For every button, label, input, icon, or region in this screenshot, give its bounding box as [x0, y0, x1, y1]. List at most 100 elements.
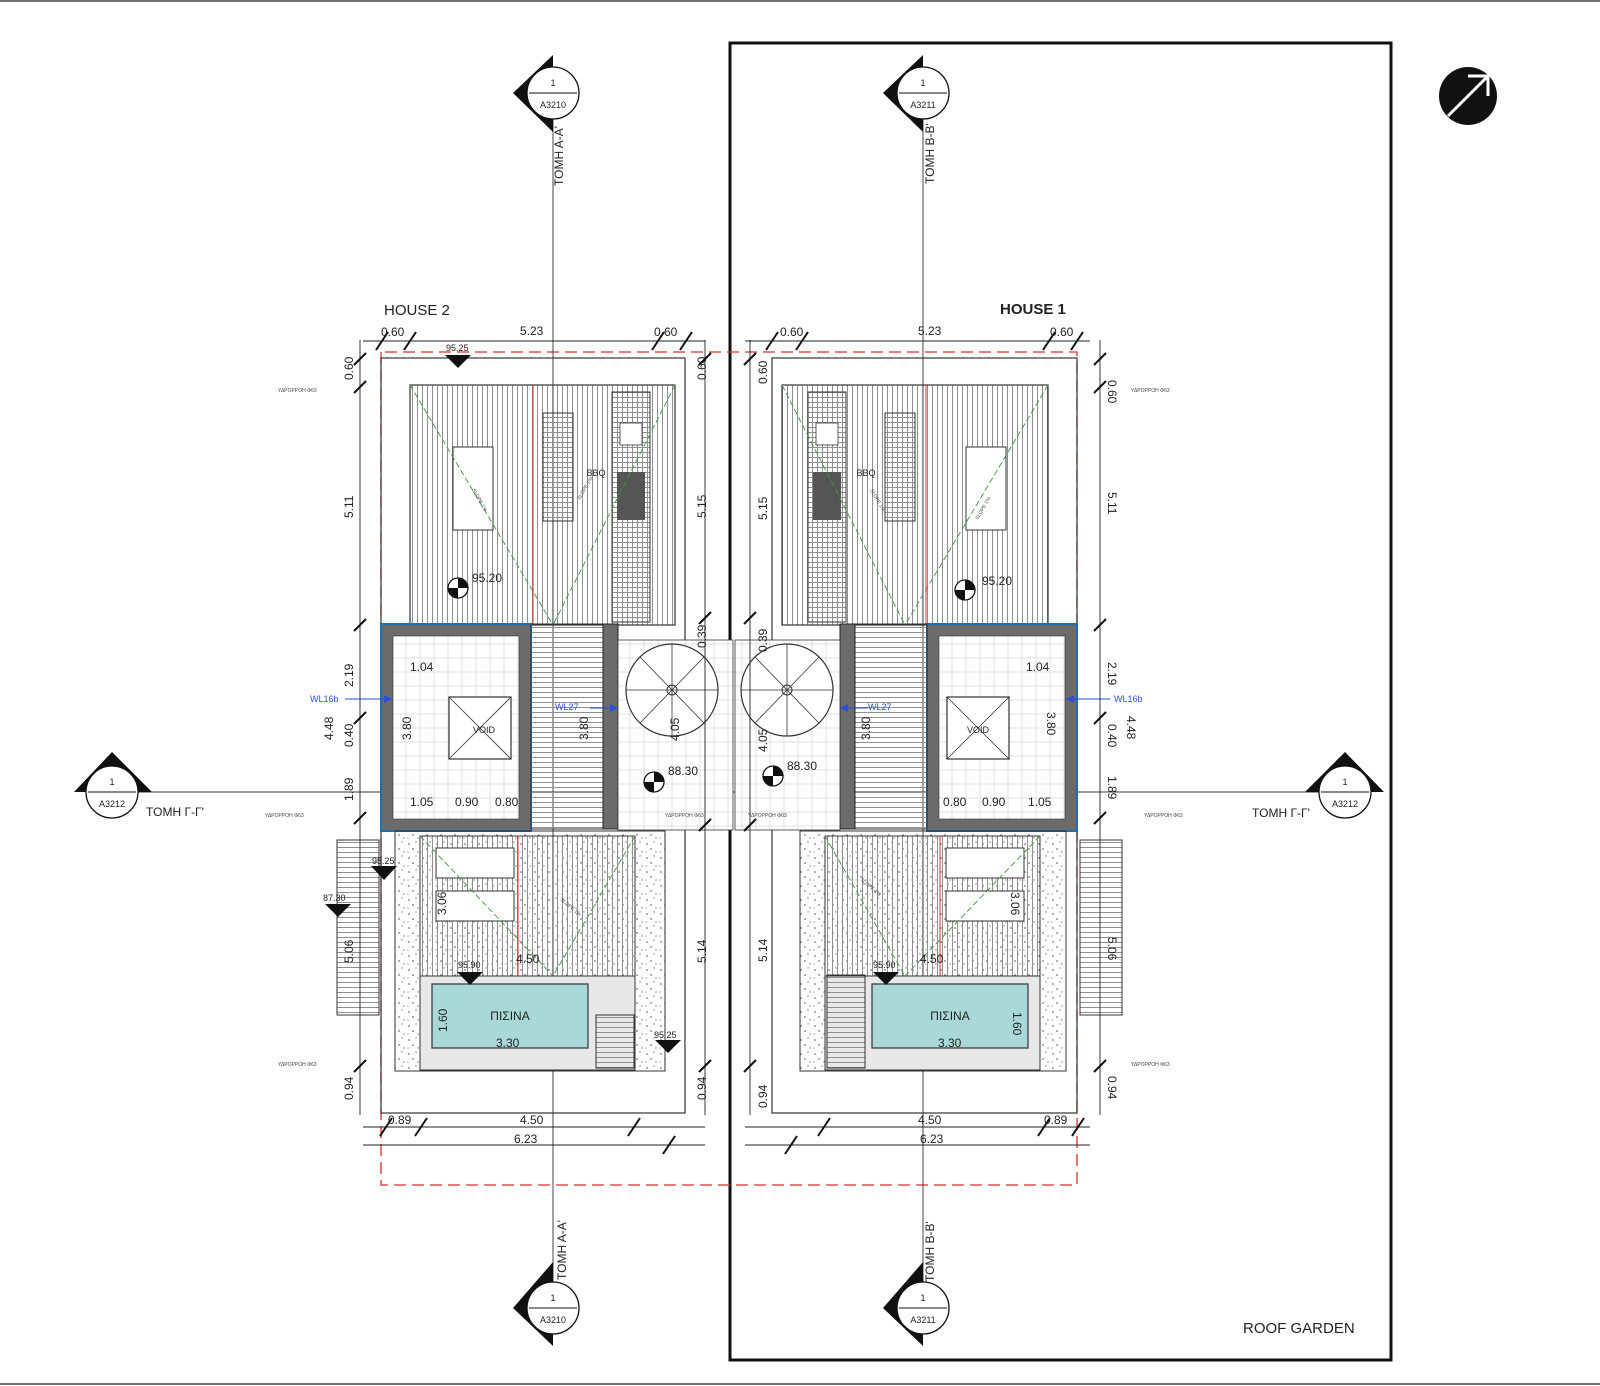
section-aa-bottom-sheet: A3210 [540, 1315, 566, 1325]
section-bb-bottom-sheet: A3211 [910, 1315, 935, 1325]
section-marker-gg-left [74, 752, 152, 819]
section-gg-right-sheet: A3212 [1332, 799, 1358, 809]
dim-r-448: 4.48 [1124, 716, 1138, 740]
dim-core-r-105: 1.05 [1028, 795, 1052, 809]
level-roof-left: 95.25 [446, 343, 469, 353]
dim-core-l-080: 0.80 [495, 795, 519, 809]
north-arrow-icon [1439, 67, 1497, 125]
section-aa-bottom-num: 1 [550, 1293, 555, 1303]
dim-core-r-104: 1.04 [1026, 660, 1050, 674]
dim-top-right-060: 0.60 [780, 325, 804, 339]
dim-cr-405: 4.05 [756, 728, 770, 752]
dim-core-l-105: 1.05 [410, 795, 434, 809]
section-marker-bb-bottom [883, 1262, 950, 1346]
dim-stair-r-380: 3.80 [859, 716, 873, 740]
drain-label-l4: ΥΔΡΟΡΡΟΗ Φ63 [665, 813, 704, 819]
level-terrace-left: 95.20 [472, 571, 502, 585]
wl16b-label-right: WL16b [1114, 694, 1143, 704]
dim-b-r-089: 0.89 [1044, 1113, 1068, 1127]
level-pool-corner: 95.25 [654, 1030, 677, 1040]
section-marker-aa-top [513, 55, 580, 132]
level-terrace-right: 95.20 [982, 574, 1012, 588]
section-gg-right-title: ΤΟΜΗ Γ-Γ' [1252, 806, 1310, 820]
level-stair-left: 88.30 [668, 764, 698, 778]
dim-r-219: 2.19 [1105, 662, 1119, 686]
dim-core-l-104: 1.04 [410, 660, 434, 674]
section-bb-bottom-title: ΤΟΜΗ Β-Β' [923, 1221, 937, 1282]
dim-cl-039: 0.39 [695, 624, 709, 648]
section-marker-aa-bottom [513, 1262, 580, 1346]
dim-b-r-450: 4.50 [918, 1113, 942, 1127]
dim-stair-l-380: 3.80 [577, 716, 591, 740]
section-aa-bottom-title: ΤΟΜΗ Α-Α' [555, 1220, 569, 1280]
section-bb-top-title: ΤΟΜΗ Β-Β' [923, 123, 937, 184]
dim-r-094: 0.94 [1105, 1076, 1119, 1100]
section-gg-left-num: 1 [109, 777, 114, 787]
section-gg-left-sheet: A3212 [99, 799, 125, 809]
dim-pool-l-450: 4.50 [516, 952, 540, 966]
dim-l-511: 5.11 [342, 495, 356, 518]
section-gg-right-num: 1 [1342, 777, 1347, 787]
dim-top-left-060b: 0.60 [654, 325, 678, 339]
void-label-left: VOID [473, 725, 496, 735]
dim-core-r-080: 0.80 [943, 795, 967, 809]
level-left-side: 95.25 [372, 856, 395, 866]
level-circle-icon [447, 577, 976, 793]
dim-l-094: 0.94 [342, 1076, 356, 1100]
section-marker-bb-top [883, 55, 950, 132]
dim-cr-514: 5.14 [756, 938, 770, 962]
dim-pool-r-450: 4.50 [920, 952, 944, 966]
wl27-label-right: WL27 [868, 702, 892, 712]
dim-cr-060: 0.60 [756, 360, 770, 384]
level-pool-left: 95.90 [458, 960, 481, 970]
dim-top-left-523: 5.23 [520, 324, 544, 338]
drain-label-r3: ΥΔΡΟΡΡΟΗ Φ63 [1131, 1062, 1170, 1068]
section-aa-top-sheet: A3210 [540, 100, 566, 110]
dim-r-189: 1.89 [1105, 776, 1119, 800]
section-marker-gg-right [1305, 752, 1384, 819]
dim-b-l-089: 0.89 [388, 1113, 412, 1127]
section-bb-top-sheet: A3211 [910, 100, 935, 110]
dim-top-right-060b: 0.60 [1050, 325, 1074, 339]
dim-l-219: 2.19 [342, 663, 356, 687]
dim-l-060: 0.60 [342, 356, 356, 380]
section-aa-top-title: ΤΟΜΗ Α-Α' [552, 126, 566, 186]
drain-label-l1: ΥΔΡΟΡΡΟΗ Φ63 [278, 388, 317, 394]
level-pool-right: 95.90 [873, 960, 896, 970]
dim-cr-039: 0.39 [756, 628, 770, 652]
dim-l-189: 1.89 [342, 777, 356, 801]
dim-core-l-380: 3.80 [400, 716, 414, 740]
dim-pool-l-330: 3.30 [496, 1036, 520, 1050]
drain-label-l2: ΥΔΡΟΡΡΟΗ Φ63 [265, 813, 304, 819]
drain-label-r2: ΥΔΡΟΡΡΟΗ Φ63 [1144, 813, 1183, 819]
dim-core-l-090: 0.90 [455, 795, 479, 809]
pool-label-left: ΠΙΣΙΝΑ [490, 1009, 529, 1023]
section-aa-top-num: 1 [550, 78, 555, 88]
dim-top-right-523: 5.23 [918, 324, 942, 338]
level-stair-right: 88.30 [787, 759, 817, 773]
dim-cl-060: 0.60 [695, 356, 709, 380]
drain-label-l3: ΥΔΡΟΡΡΟΗ Φ63 [278, 1062, 317, 1068]
dim-r-506: 5.06 [1105, 937, 1119, 961]
dim-cl-514: 5.14 [695, 939, 709, 963]
bbq-label-left: BBQ [586, 468, 605, 478]
dim-cl-405: 4.05 [668, 717, 682, 741]
dim-cl-515: 5.15 [695, 494, 709, 518]
dim-b-r-623: 6.23 [920, 1132, 944, 1146]
house1-plan [734, 357, 1123, 1114]
section-bb-bottom-num: 1 [920, 1293, 925, 1303]
bbq-label-right: BBQ [856, 468, 875, 478]
pool-label-right: ΠΙΣΙΝΑ [930, 1009, 969, 1023]
level-left-low: 87.30 [323, 893, 346, 903]
dim-l-040: 0.40 [342, 723, 356, 747]
dim-l-506: 5.06 [342, 939, 356, 963]
house2-plan [336, 357, 734, 1114]
dim-pool-l-306: 3.06 [435, 891, 449, 915]
dim-pool-r-330: 3.30 [938, 1036, 962, 1050]
dim-pool-r-306: 3.06 [1008, 892, 1022, 916]
void-label-right: VOID [967, 725, 990, 735]
house2-title: HOUSE 2 [384, 302, 450, 319]
drain-label-r1: ΥΔΡΟΡΡΟΗ Φ63 [1131, 388, 1170, 394]
site-boundary [380, 351, 1078, 1186]
